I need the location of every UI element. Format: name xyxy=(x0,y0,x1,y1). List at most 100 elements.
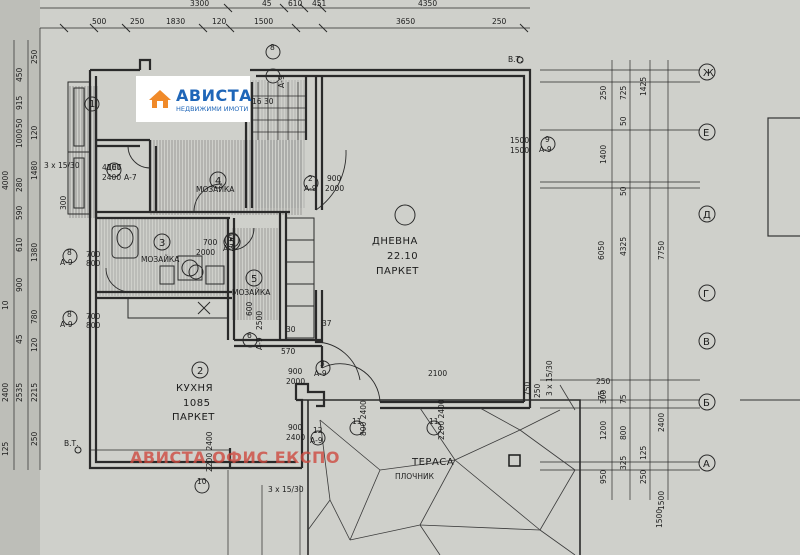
mozaika-3-label: МОЗАЙКА xyxy=(141,255,180,264)
kitchen-area: 1085 xyxy=(183,398,210,409)
ref-10: 10 xyxy=(197,477,207,486)
dim-250-sill: 250 xyxy=(533,383,542,398)
dimension-lines xyxy=(13,7,700,555)
mozaika-4-label: МОЗАЙКА xyxy=(196,185,235,194)
door-tags: 900 2000 2 А-9 700 2000 5 А-9 900 2000 3… xyxy=(60,135,552,445)
top-dim-610: 610 xyxy=(288,0,303,8)
right-dim-1500: 1500 xyxy=(657,491,666,510)
door-tag-8-top: 600 xyxy=(245,301,254,316)
door-tag-2-bot: 2000 xyxy=(196,248,215,257)
left-dim-2535: 2535 xyxy=(15,383,24,402)
det-code: 2400 xyxy=(102,173,121,182)
left-dim-1000: 1000 xyxy=(15,129,24,148)
right-dim-7750: 7750 xyxy=(657,241,666,260)
mozaika-5-label: МОЗАЙКА xyxy=(232,288,271,297)
top-dim-1830: 1830 xyxy=(166,17,185,26)
walls xyxy=(88,58,532,470)
door-tag-6-bot: 800 xyxy=(86,321,101,330)
door-tag-7-bot: 1500 xyxy=(510,146,529,155)
left-dim-280: 280 xyxy=(15,177,24,192)
bt-top-marker xyxy=(516,56,524,64)
grid-axis-zh: Ж xyxy=(703,68,714,79)
room-number-4: 4 xyxy=(215,176,222,187)
door-tag-6-top: 700 xyxy=(86,312,101,321)
dim-250-right: 250 xyxy=(596,377,611,386)
right-dim-325: 325 xyxy=(619,455,628,470)
door-tag-8-sheet: А-9 xyxy=(255,337,264,350)
living-room-marker xyxy=(394,204,416,226)
door-tag-1-top: 900 xyxy=(327,174,342,183)
terrace-drain xyxy=(508,454,521,467)
top-dim-120: 120 xyxy=(212,17,227,26)
tag-11b-value: 2200 2400 xyxy=(437,399,446,440)
door-tag-7-ref: 9 xyxy=(545,135,550,144)
paper-left-edge xyxy=(0,0,40,555)
door-tag-5-bot: 800 xyxy=(86,259,101,268)
door-tag-5-ref: 8 xyxy=(67,248,72,257)
door-tag-3-sheet: А-9 xyxy=(314,369,327,378)
sill-750: 750 xyxy=(523,381,532,396)
door-tag-7-top: 1500 xyxy=(510,136,529,145)
door-tag-bubbles xyxy=(62,44,556,494)
det-label: ДЕТ xyxy=(106,163,122,172)
logo-tagline: НЕДВИЖИМИ ИМОТИ xyxy=(176,105,249,113)
left-windows xyxy=(67,81,91,215)
dim-30: 30 xyxy=(286,325,296,334)
door-tag-6-ref: 8 xyxy=(67,310,72,319)
top-dim-4350: 4350 xyxy=(418,0,437,8)
door-tag-2-top: 700 xyxy=(203,238,218,247)
right-dim-300: 300 xyxy=(599,389,608,404)
vent-b-label: 3 х 15/30 xyxy=(545,360,554,396)
det-width: 4100 xyxy=(102,163,121,172)
det-sheet: А-7 xyxy=(124,173,137,182)
stair-top-label: 16 xyxy=(252,97,262,106)
right-dim-1400: 1400 xyxy=(599,145,608,164)
top-dim-500: 500 xyxy=(92,17,107,26)
dimension-ticks xyxy=(59,3,529,33)
door-tag-3-ref: 3 xyxy=(320,359,325,368)
logo-name: АВИСТА xyxy=(176,86,253,105)
door-tag-5-sheet: А-9 xyxy=(60,258,73,267)
right-dim-2400: 2400 xyxy=(657,413,666,432)
right-dim-125: 125 xyxy=(639,445,648,460)
agency-logo: АВИСТА НЕДВИЖИМИ ИМОТИ xyxy=(136,76,253,122)
left-dim-780: 780 xyxy=(30,309,39,324)
right-dim-250: 250 xyxy=(599,85,608,100)
left-dim-2400: 2400 xyxy=(1,383,10,402)
left-dims: 250 915 120 1480 590 610 1380 900 780 12… xyxy=(1,49,68,456)
top-dim-250: 250 xyxy=(130,17,145,26)
door-tag-2-ref: 5 xyxy=(228,234,233,243)
dim-2100: 2100 xyxy=(428,369,447,378)
top-dim-3300: 3300 xyxy=(190,0,209,8)
left-dim-610: 610 xyxy=(15,237,24,252)
left-dim-45: 45 xyxy=(15,334,24,344)
dim-375: 37 xyxy=(322,319,332,328)
left-dim-120: 120 xyxy=(30,125,39,140)
door-tag-7-sheet: А-9 xyxy=(539,145,552,154)
left-dim-900: 900 xyxy=(15,277,24,292)
living-room-floor: ПАРКЕТ xyxy=(376,266,419,277)
grid-axis-d: Д xyxy=(703,210,711,221)
right-dim-950: 950 xyxy=(599,469,608,484)
door-tag-4-sheet: А-9 xyxy=(310,436,323,445)
grid-axis-v: В xyxy=(703,337,710,348)
living-room-area: 22.10 xyxy=(387,251,418,262)
room-number-2: 2 xyxy=(197,366,204,377)
top-dim-1500: 1500 xyxy=(254,17,273,26)
kitchen-floor: ПАРКЕТ xyxy=(172,412,215,423)
door-tag-3-top: 900 xyxy=(288,367,303,376)
bt-top-label: В.Т. xyxy=(508,55,523,64)
dim-1500-bottom: 1500 xyxy=(655,509,664,528)
door-tag-1-sheet: А-9 xyxy=(304,184,317,193)
right-dim-50b: 50 xyxy=(619,186,628,196)
door-tag-2-sheet: А-9 xyxy=(223,244,236,253)
kitchen-counters xyxy=(127,297,229,319)
left-dim-120-b: 120 xyxy=(30,337,39,352)
ref-11b: 11 xyxy=(429,417,439,426)
watermark-text: АВИСТА ОФИС ЕКСПО xyxy=(130,448,340,467)
door-tag-4-top: 900 xyxy=(288,423,303,432)
hatch-stair xyxy=(246,80,306,208)
room-number-5a: 5 xyxy=(229,237,236,248)
